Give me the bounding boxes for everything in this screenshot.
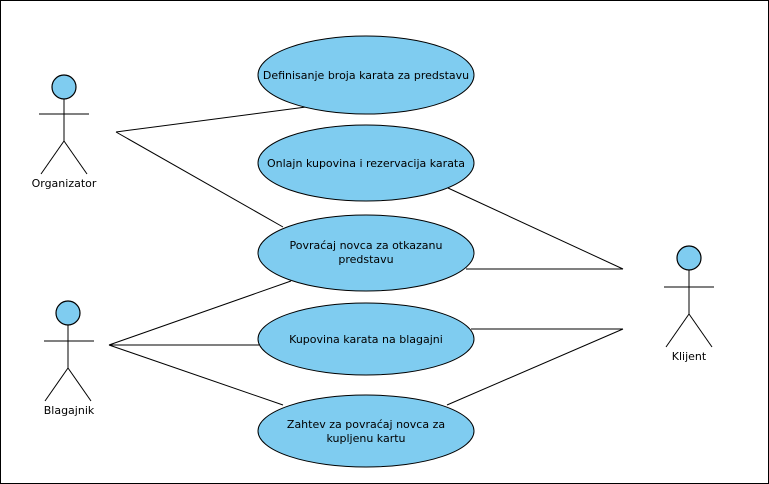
use-case-label-line-2: predstavu [338, 253, 393, 266]
use-case-zahtev: Zahtev za povraćaj novca za kupljenu kar… [257, 394, 475, 468]
assoc-blagajnik-zahtev [108, 344, 284, 406]
assoc-organizator-povracaj [115, 131, 284, 228]
use-case-povracaj: Povraćaj novca za otkazanu predstavu [257, 214, 475, 292]
use-case-kupovina: Kupovina karata na blagajni [257, 302, 475, 376]
actor-organizator: Organizator [32, 74, 97, 190]
actor-head [51, 74, 77, 100]
actor-label: Organizator [32, 177, 97, 190]
assoc-klijent-onlajn [447, 187, 624, 270]
use-case-definisanje: Definisanje broja karata za predstavu [257, 35, 475, 115]
use-case-label: Definisanje broja karata za predstavu [263, 69, 469, 82]
actor-head [676, 245, 702, 271]
use-case-label-line-2: kupljenu kartu [326, 432, 405, 445]
assoc-klijent-zahtev [446, 328, 624, 406]
actor-klijent: Klijent [664, 245, 714, 363]
use-case-label: Kupovina karata na blagajni [289, 333, 443, 346]
assoc-blagajnik-povracaj [108, 280, 292, 346]
actor-label: Blagajnik [44, 404, 95, 417]
use-case-onlajn: Onlajn kupovina i rezervacija karata [257, 124, 475, 202]
actor-head [55, 300, 81, 326]
use-case-label-line-1: Zahtev za povraćaj novca za [287, 418, 445, 431]
actor-blagajnik: Blagajnik [44, 300, 95, 417]
use-case-label-line-1: Povraćaj novca za otkazanu [289, 239, 442, 252]
use-case-label: Onlajn kupovina i rezervacija karata [267, 157, 465, 170]
actor-label: Klijent [672, 350, 707, 363]
assoc-organizator-definisanje [115, 106, 307, 133]
